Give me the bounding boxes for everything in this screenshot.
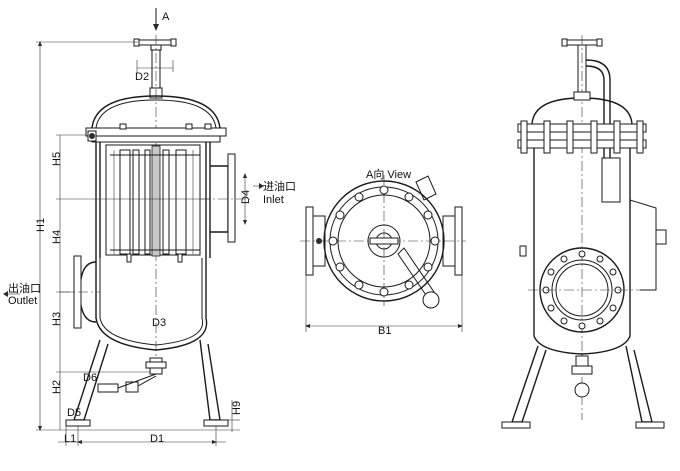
label-h4: H4 xyxy=(51,230,63,244)
top-view: A向 View xyxy=(300,167,466,337)
body-shell xyxy=(95,142,211,258)
side-flange-bolts xyxy=(520,120,644,154)
label-h3: H3 xyxy=(51,312,63,326)
pressure-gauge-tube xyxy=(601,157,621,203)
label-h1: H1 xyxy=(35,218,47,232)
label-d2: D2 xyxy=(135,71,149,83)
height-dimensions xyxy=(36,41,240,431)
bolt-circle xyxy=(328,185,440,297)
label-h5: H5 xyxy=(51,152,63,166)
d2-dim xyxy=(136,60,174,72)
side-flange xyxy=(517,123,647,133)
label-l1: L1 xyxy=(64,433,76,445)
side-drain-valve xyxy=(574,382,590,398)
dome-lid xyxy=(91,95,221,129)
legs xyxy=(65,339,229,427)
label-h2: H2 xyxy=(51,380,63,394)
hinge-arm xyxy=(397,175,440,309)
label-d6: D6 xyxy=(83,372,97,384)
drain-valve xyxy=(97,357,167,393)
label-b1: B1 xyxy=(378,325,391,337)
label-d1: D1 xyxy=(150,433,164,445)
outlet-label-cn: 出油口 xyxy=(8,281,41,295)
filter-element xyxy=(105,144,201,263)
base-dimensions xyxy=(58,426,226,446)
label-d4: D4 xyxy=(240,190,252,204)
side-view xyxy=(501,35,667,429)
label-d3: D3 xyxy=(152,317,166,329)
outlet-label-en: Outlet xyxy=(8,295,37,307)
top-view-title: A向 View xyxy=(366,167,411,181)
label-h9: H9 xyxy=(231,401,243,415)
front-view: A D2 xyxy=(3,8,296,446)
inlet-label-cn: 进油口 xyxy=(263,179,296,193)
inlet-label-en: Inlet xyxy=(263,194,284,206)
side-inlet-bolts xyxy=(542,250,622,330)
lower-body xyxy=(95,258,208,351)
label-a: A xyxy=(162,11,170,23)
label-d5: D5 xyxy=(67,407,81,419)
